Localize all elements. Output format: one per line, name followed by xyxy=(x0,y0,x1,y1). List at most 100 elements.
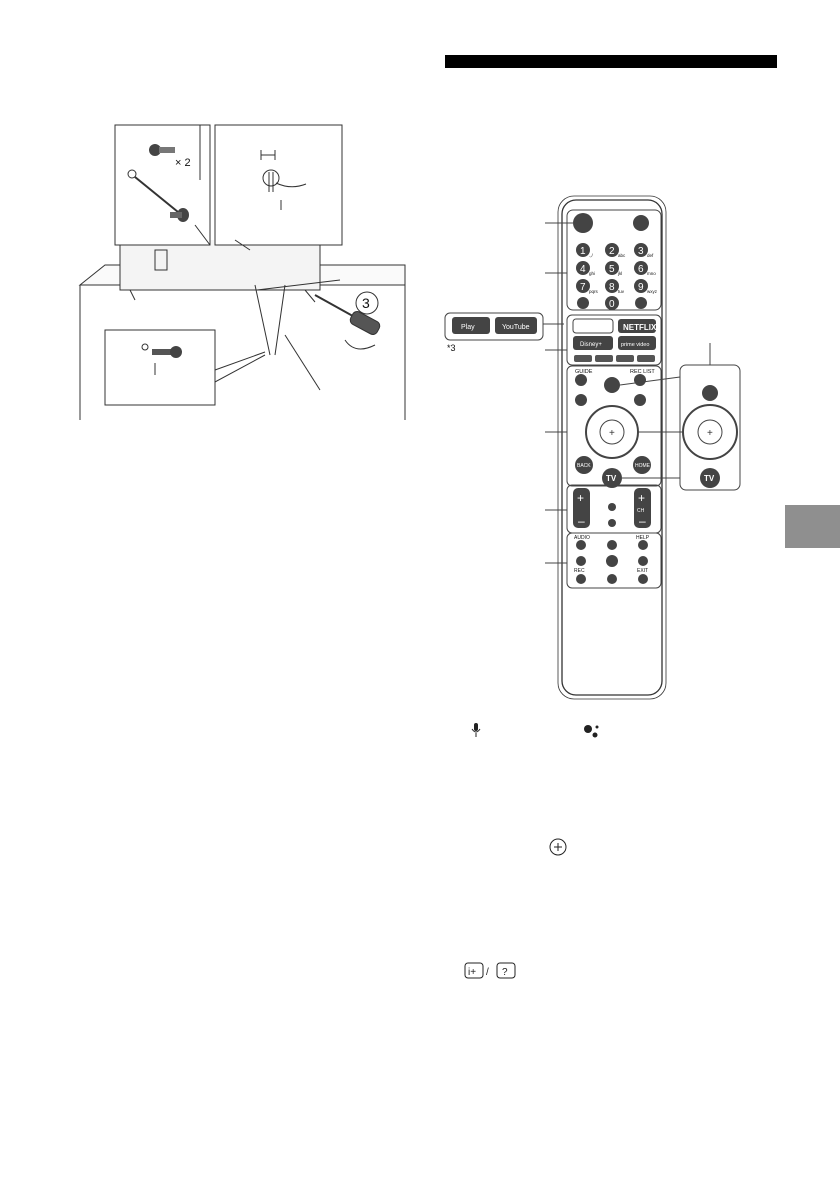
svg-text:+: + xyxy=(609,428,615,439)
number-button-9 xyxy=(634,279,648,293)
ch-label: CH xyxy=(637,508,645,514)
dpad-center xyxy=(599,419,625,445)
number-sub-3: def xyxy=(647,253,654,258)
screw-large-icon xyxy=(170,208,189,222)
channel-rocker xyxy=(634,488,651,528)
rewind-button xyxy=(576,556,586,566)
play-button xyxy=(606,555,618,567)
svg-text:i+: i+ xyxy=(468,967,476,978)
number-sub-9: wxyz xyxy=(647,289,658,294)
prime-label: prime video xyxy=(621,342,649,348)
blank-app-button xyxy=(572,318,614,334)
netflix-button xyxy=(618,319,656,333)
guide-label: GUIDE xyxy=(575,369,593,375)
chapter-tab xyxy=(785,505,840,548)
screw-icon xyxy=(149,144,175,156)
number-sub-8: tuv xyxy=(618,289,625,294)
number-label-7: 7 xyxy=(580,282,586,293)
help-label: HELP xyxy=(636,535,650,541)
microphone-icon xyxy=(471,723,481,737)
rec-list-label: REC LIST xyxy=(630,369,655,375)
help-button xyxy=(638,540,648,550)
number-label-3: 3 xyxy=(638,246,644,257)
fast-forward-button xyxy=(638,556,648,566)
number-button-8 xyxy=(605,279,619,293)
svg-text:?: ? xyxy=(502,967,508,978)
inset-screws: × 2 xyxy=(114,124,211,246)
number-button-3 xyxy=(634,243,648,257)
info-help-icons: i+ / ? xyxy=(464,962,516,979)
zoom-tv-button xyxy=(700,468,720,488)
audio-label: AUDIO xyxy=(574,535,590,541)
blue-button xyxy=(637,355,655,362)
zoom-assistant-button xyxy=(702,385,718,401)
rec-list-button xyxy=(634,374,646,386)
youtube-label: YouTube xyxy=(502,324,530,331)
number-button-0 xyxy=(605,296,619,310)
number-label-1: 1 xyxy=(580,246,586,257)
number-label-9: 9 xyxy=(638,282,644,293)
svg-text:–: – xyxy=(578,514,585,528)
disney-button xyxy=(573,336,613,350)
svg-text:+: + xyxy=(707,428,713,439)
tv-label: TV xyxy=(606,474,617,483)
play-label: Play xyxy=(461,324,475,331)
settings-button xyxy=(634,394,646,406)
rec-label: REC xyxy=(574,568,585,574)
step-number: 3 xyxy=(362,295,370,311)
number-button-6 xyxy=(634,261,648,275)
number-button-4 xyxy=(576,261,590,275)
number-label-8: 8 xyxy=(609,282,615,293)
rewind-small-button xyxy=(608,503,616,511)
tv-fixing-illustration: 3 × 2 xyxy=(78,124,406,420)
inset-strap xyxy=(214,124,343,251)
step-circle xyxy=(355,291,379,315)
tv-button xyxy=(602,468,622,488)
inset-screw-bottom xyxy=(104,329,266,406)
screwdriver-icon xyxy=(314,294,381,350)
power-button xyxy=(633,215,649,231)
number-button-2 xyxy=(605,243,619,257)
footnote-mark: *3 xyxy=(447,343,456,353)
yellow-button xyxy=(616,355,634,362)
mute-button xyxy=(608,519,616,527)
svg-text:/: / xyxy=(486,967,489,978)
strap-clip-icon xyxy=(262,169,307,192)
netflix-label: NETFLIX xyxy=(623,323,657,332)
disney-label: Disney+ xyxy=(580,342,602,348)
number-sub-5: jkl xyxy=(617,271,622,276)
number-sub-7: pqrs xyxy=(589,289,599,294)
prime-button xyxy=(618,336,656,350)
svg-text:+: + xyxy=(638,491,645,505)
number-sub-6: mno xyxy=(647,271,656,276)
section-header-bar xyxy=(445,55,777,68)
home-button xyxy=(633,456,651,474)
number-sub-2: abc xyxy=(618,253,626,258)
back-label: BACK xyxy=(577,463,591,469)
play-app-button xyxy=(452,317,490,334)
teletext-button xyxy=(577,297,589,309)
svg-text:–: – xyxy=(639,514,646,528)
rec-button xyxy=(576,574,586,584)
number-label-2: 2 xyxy=(609,246,615,257)
number-label-6: 6 xyxy=(638,264,644,275)
number-label-4: 4 xyxy=(580,264,586,275)
screw-count: × 2 xyxy=(175,157,191,169)
wood-screw-icon xyxy=(152,346,182,358)
home-label: HOME xyxy=(635,463,651,469)
green-button xyxy=(595,355,613,362)
red-button xyxy=(574,355,592,362)
svg-text:+: + xyxy=(577,491,584,505)
list-button xyxy=(635,297,647,309)
pause-button xyxy=(607,574,617,584)
number-label-5: 5 xyxy=(609,264,615,275)
svg-text:TV: TV xyxy=(704,474,715,483)
enter-icon xyxy=(549,838,567,856)
subtitle-button xyxy=(607,540,617,550)
number-button-7 xyxy=(576,279,590,293)
back-button xyxy=(575,456,593,474)
tv-back xyxy=(119,240,321,291)
number-label-0: 0 xyxy=(609,299,615,310)
